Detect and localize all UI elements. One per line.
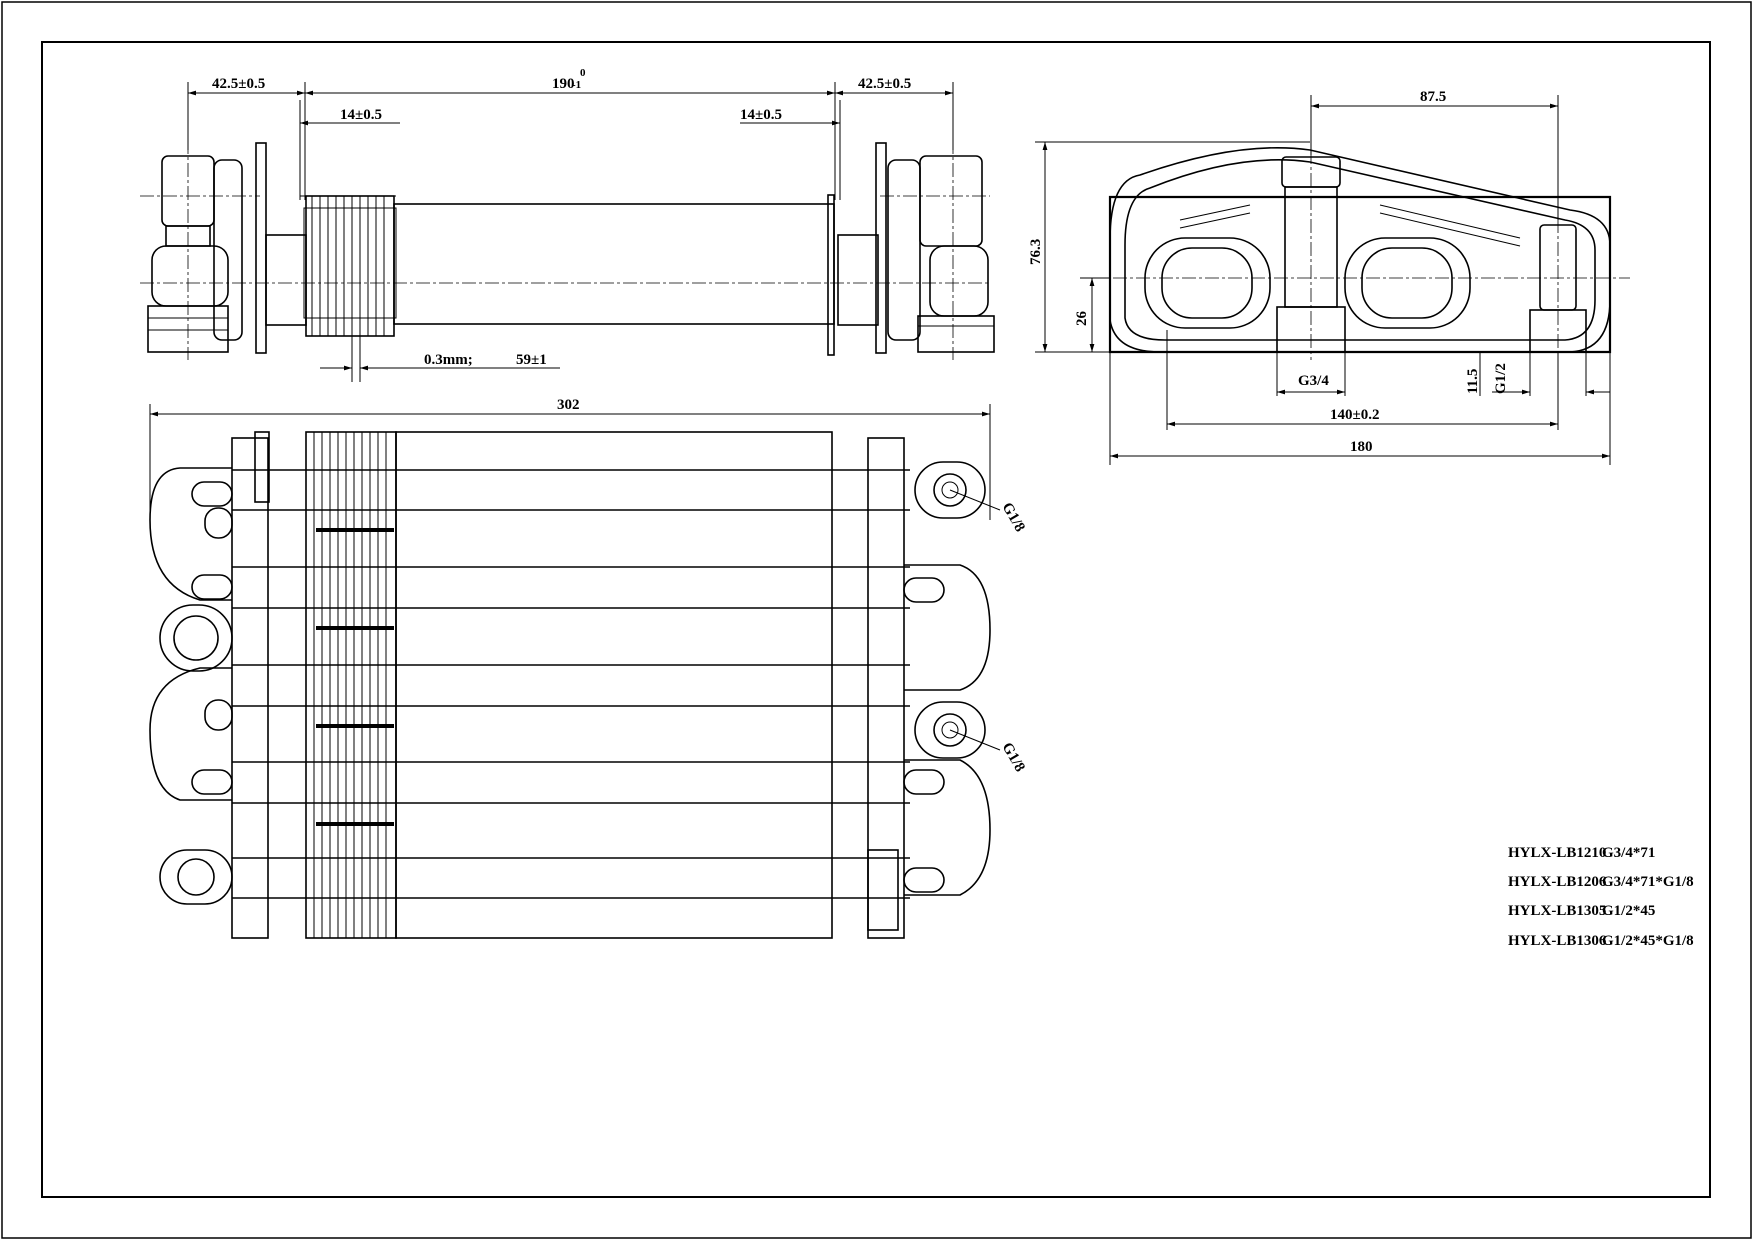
dim-fin-thickness: 0.3mm; — [424, 352, 473, 368]
model-spec-3: G1/2*45 — [1602, 903, 1655, 919]
dim-pitch: 140±0.2 — [1330, 407, 1379, 423]
model-code-3: HYLX-LB1305 — [1508, 903, 1606, 919]
model-code-1: HYLX-LB1210 — [1508, 845, 1606, 861]
dim-top-offset: 87.5 — [1420, 89, 1446, 105]
dim-fin-count: 59±1 — [516, 352, 547, 368]
sensor-port-2: G1/8 — [999, 740, 1028, 775]
model-table: HYLX-LB1210 G3/4*71 HYLX-LB1206 G3/4*71*… — [1508, 845, 1694, 949]
side-view: 87.5 76.3 26 G3/4 G1/2 11.5 140±0.2 180 — [1028, 89, 1630, 465]
front-view: 302 — [149, 397, 1028, 939]
dim-port-offset: 11.5 — [1465, 369, 1481, 394]
model-spec-1: G3/4*71 — [1602, 845, 1655, 861]
dim-port-main: G3/4 — [1298, 373, 1329, 389]
dim-overall-length: 302 — [557, 397, 580, 413]
model-code-2: HYLX-LB1206 — [1508, 874, 1607, 890]
dim-length-tol-lower: -1 — [572, 79, 581, 91]
dim-length-main: 190 — [552, 76, 575, 92]
drawing-frame — [41, 41, 1711, 1198]
dim-port-height: 26 — [1074, 311, 1090, 327]
dim-port-small: G1/2 — [1493, 363, 1509, 394]
model-code-4: HYLX-LB1306 — [1508, 933, 1607, 949]
dim-width: 180 — [1350, 439, 1373, 455]
dim-fin-left: 14±0.5 — [340, 107, 382, 123]
model-spec-4: G1/2*45*G1/8 — [1602, 933, 1694, 949]
dim-height: 76.3 — [1028, 239, 1044, 265]
sensor-port-1: G1/8 — [999, 500, 1028, 535]
dim-right-flange: 42.5±0.5 — [858, 76, 911, 92]
top-view: 42.5±0.5 190 0 -1 42.5±0.5 14±0.5 14±0.5 — [140, 67, 995, 382]
model-spec-2: G3/4*71*G1/8 — [1602, 874, 1694, 890]
dim-left-flange: 42.5±0.5 — [212, 76, 265, 92]
dim-length-tol-upper: 0 — [580, 67, 586, 79]
dim-fin-right: 14±0.5 — [740, 107, 782, 123]
